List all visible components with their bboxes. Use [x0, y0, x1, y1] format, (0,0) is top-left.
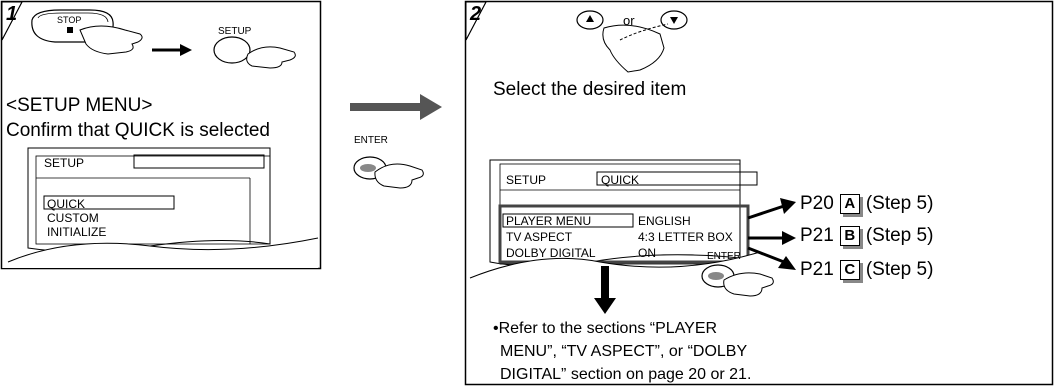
enter-label: ENTER — [354, 135, 388, 146]
enter-label-2: ENTER — [707, 251, 741, 262]
screen1-item-quick: QUICK — [47, 197, 86, 211]
setup-menu-title: <SETUP MENU> — [6, 95, 153, 116]
screen1-setup-label: SETUP — [44, 156, 85, 170]
up-button-icon — [576, 10, 604, 30]
ref-c-step: (Step 5) — [865, 259, 934, 281]
or-text: or — [623, 13, 635, 28]
row-item-tv-aspect: TV ASPECT — [506, 230, 573, 244]
note-line-1: •Refer to the sections “PLAYER — [493, 320, 718, 337]
row-value-player-menu: ENGLISH — [638, 214, 691, 228]
down-arrow-icon — [594, 266, 616, 314]
enter-button-icon — [353, 156, 424, 189]
screen1-item-custom: CUSTOM — [47, 211, 99, 225]
row-value-dolby-digital: ON — [638, 246, 656, 260]
hand-icon — [602, 24, 665, 73]
note-line-3: DIGITAL” section on page 20 or 21. — [500, 366, 752, 383]
confirm-text: Confirm that QUICK is selected — [6, 120, 270, 141]
instruction-text: Select the desired item — [493, 79, 687, 100]
panel2-frame — [464, 0, 1054, 386]
right-arrow-icon — [152, 44, 192, 56]
down-button-icon — [660, 10, 688, 30]
big-right-arrow-icon — [350, 94, 442, 120]
ref-b-page: P21 — [800, 225, 834, 247]
screen1-item-initialize: INITIALIZE — [47, 225, 107, 239]
screen2-quick-label: QUICK — [601, 173, 640, 187]
row-item-player-menu: PLAYER MENU — [506, 214, 592, 228]
ref-a-letter: A — [839, 194, 860, 214]
ref-arrow-c — [747, 246, 796, 270]
ref-a-page: P20 — [800, 193, 834, 215]
ref-a-step: (Step 5) — [865, 193, 934, 215]
reference-note: •Refer to the sections “PLAYER MENU”, “T… — [493, 317, 751, 386]
note-line-2: MENU”, “TV ASPECT”, or “DOLBY — [500, 343, 748, 360]
screen2-setup-label: SETUP — [506, 173, 547, 187]
step-number-2: 2 — [470, 3, 482, 25]
ref-c-letter: C — [839, 260, 860, 280]
ref-b-step: (Step 5) — [865, 225, 934, 247]
hand-icon — [79, 25, 143, 55]
setup-button-label: SETUP — [218, 26, 252, 37]
row-item-dolby-digital: DOLBY DIGITAL — [506, 246, 596, 260]
row-value-tv-aspect: 4:3 LETTER BOX — [638, 230, 733, 244]
ref-c-page: P21 — [800, 259, 834, 281]
ref-b-letter: B — [839, 226, 860, 246]
setup-button-icon — [213, 36, 296, 69]
ref-arrow-a — [747, 198, 796, 220]
stop-label: STOP — [57, 15, 82, 25]
step-number-1: 1 — [6, 3, 18, 25]
panel1-frame — [0, 0, 322, 270]
enter-button-icon — [701, 264, 774, 297]
ref-arrow-b — [748, 231, 796, 245]
